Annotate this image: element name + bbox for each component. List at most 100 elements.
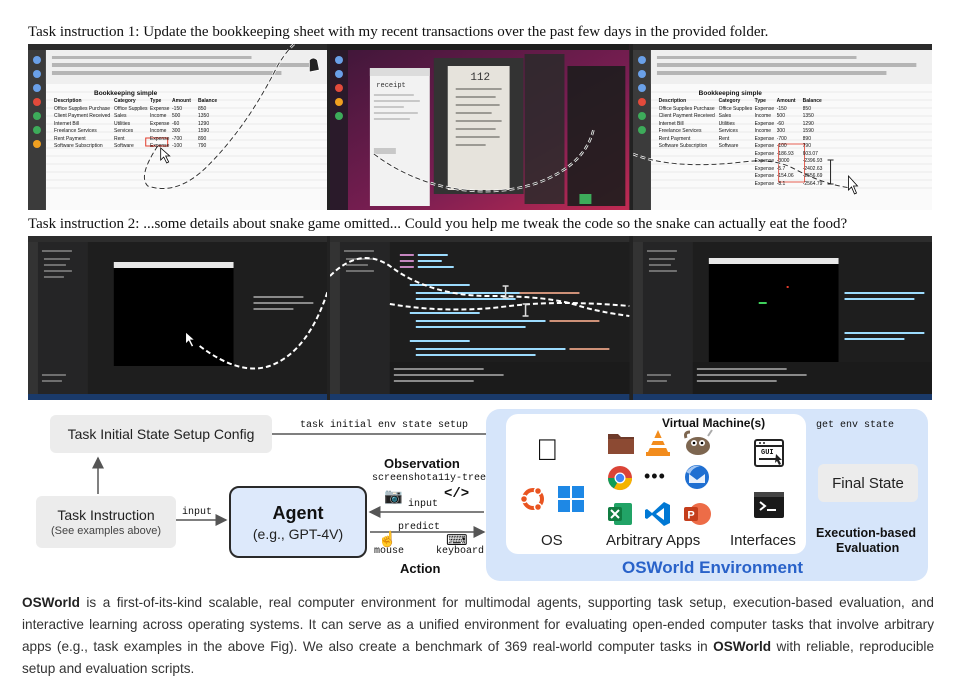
sheet-cell[interactable]: Income <box>150 128 167 134</box>
sheet-cell[interactable]: Rent <box>114 135 125 142</box>
files-folder-icon <box>608 434 634 454</box>
sheet-cell[interactable]: Utilities <box>718 120 735 127</box>
sheet-cell[interactable]: Client Payment Received <box>54 113 111 119</box>
screenshot-label: screenshot <box>372 473 433 484</box>
sheet-cell[interactable]: -154.06 <box>776 173 794 179</box>
sheet-cell[interactable]: -60 <box>172 120 180 127</box>
execution-eval-line1: Execution-based <box>816 526 917 540</box>
sheet-cell[interactable]: Expense <box>754 135 775 142</box>
spreadsheet-screenshot-before: Bookkeeping simple Description Category … <box>28 44 328 210</box>
sheet-cell[interactable]: Office Supplies Purchase <box>54 105 111 112</box>
sheet-cell[interactable]: 603.07 <box>802 150 818 157</box>
col-balance: Balance <box>802 98 822 104</box>
gimp-icon <box>684 429 713 455</box>
sheet-cell[interactable]: -3000 <box>776 158 790 164</box>
sheet-cell[interactable]: -5.7 <box>776 165 786 172</box>
sheet-cell[interactable]: Freelance Services <box>54 128 97 134</box>
sheet-row: Freelance Services Services Income 300 1590 <box>54 128 224 136</box>
sheet-cell[interactable]: 300 <box>776 128 785 134</box>
sheet-cell[interactable]: -150 <box>776 105 787 112</box>
apple-icon:  <box>536 434 559 468</box>
sheet-cell[interactable]: 790 <box>198 143 207 149</box>
sheet-cell[interactable]: Client Payment Received <box>658 113 715 119</box>
code-editor-screenshot <box>330 236 630 400</box>
sheet-cell[interactable]: Expense <box>754 150 775 157</box>
sheet-cell[interactable]: Expense <box>150 135 170 142</box>
sheet-cell[interactable]: Expense <box>754 173 775 179</box>
sheet-cell[interactable]: Expense <box>754 180 775 187</box>
sheet-cell[interactable]: Freelance Services <box>658 128 702 134</box>
sheet-cell[interactable]: 1590 <box>198 128 210 134</box>
sheet-cell[interactable]: Sales <box>718 113 732 119</box>
windows-icon <box>558 486 584 512</box>
sheet-cell[interactable]: -700 <box>172 135 183 142</box>
task-instruction-label: Task Instruction <box>57 507 155 523</box>
sheet-cell[interactable]: Expense <box>754 105 775 112</box>
sheet-cell[interactable]: Sales <box>114 113 127 119</box>
sheet-cell[interactable]: Internet Bill <box>658 120 684 127</box>
sheet-cell[interactable]: Expense <box>150 120 170 127</box>
sheet-cell[interactable]: Software <box>718 143 739 149</box>
sheet-cell[interactable]: Income <box>150 113 167 119</box>
sheet-cell[interactable]: 1350 <box>802 113 814 119</box>
sheet-cell[interactable]: Expense <box>150 143 170 149</box>
interfaces-label: Interfaces <box>730 532 796 549</box>
sheet-cell[interactable]: 300 <box>172 128 181 134</box>
sheet-cell[interactable]: Office Supplies <box>114 105 148 112</box>
sheet-row: Software Subscription Software Expense-100… <box>659 143 829 151</box>
sheet-cell[interactable]: -60 <box>776 120 784 127</box>
sheet-cell[interactable]: 1290 <box>198 120 210 127</box>
sheet-cell[interactable]: 890 <box>802 135 811 142</box>
sheet-cell[interactable]: -2556.69 <box>802 173 823 179</box>
sheet-cell[interactable]: Office Supplies <box>718 105 753 112</box>
sheet-cell[interactable]: Office Supplies Purchase <box>658 105 715 112</box>
sheet-row: Freelance Services Services Income 300 1590 <box>659 128 829 136</box>
col-type: Type <box>150 98 162 104</box>
sheet-cell[interactable]: Expense <box>150 105 170 112</box>
sheet-cell[interactable]: 890 <box>198 135 207 142</box>
sheet-cell[interactable]: Services <box>718 128 738 134</box>
sheet-cell[interactable]: Expense <box>754 143 775 149</box>
sheet-cell[interactable]: -150 <box>172 105 183 112</box>
sheet-cell[interactable]: -700 <box>776 135 787 142</box>
sheet-cell[interactable]: 850 <box>802 105 811 112</box>
sheet-cell[interactable]: Rent Payment <box>54 135 86 142</box>
sheet-cell[interactable]: -100 <box>776 143 787 149</box>
final-state-box: Final State <box>818 464 918 502</box>
sheet-cell[interactable]: -186.93 <box>776 150 794 157</box>
sheet-cell[interactable]: 850 <box>198 105 207 112</box>
osworld-env-label: OSWorld Environment <box>622 558 804 577</box>
get-env-state-label: get env state <box>816 420 895 431</box>
ubuntu-icon <box>519 486 544 512</box>
sheet-cell[interactable]: Income <box>754 128 772 134</box>
sheet-cell[interactable]: -2396.93 <box>802 158 823 164</box>
sheet-cell[interactable]: 1290 <box>802 120 814 127</box>
sheet-cell[interactable]: Expense <box>754 158 775 164</box>
apps-label: Arbitrary Apps <box>606 532 701 549</box>
sheet-cell[interactable]: Rent Payment <box>658 135 691 142</box>
sheet-cell[interactable]: 500 <box>172 113 181 119</box>
sheet-cell[interactable]: Software <box>114 143 134 149</box>
sheet-cell[interactable]: 1590 <box>802 128 814 134</box>
sheet-cell[interactable]: 1350 <box>198 113 210 119</box>
sheet-cell[interactable]: -2402.63 <box>802 165 823 172</box>
sheet-cell[interactable]: Expense <box>754 165 775 172</box>
sheet-cell[interactable]: Utilities <box>114 120 131 127</box>
sheet-row: Internet Bill Utilities Expense-60 1290 <box>54 121 224 129</box>
sheet-cell[interactable]: Internet Bill <box>54 120 80 127</box>
col-category: Category <box>114 98 136 104</box>
sheet-cell[interactable]: 790 <box>802 143 811 149</box>
sheet-cell[interactable]: Services <box>114 128 134 134</box>
svg-text:P: P <box>687 510 694 522</box>
sheet-cell[interactable]: Software Subscription <box>658 143 708 149</box>
sheet-cell[interactable]: -8.1 <box>776 180 786 187</box>
sheet-cell[interactable]: Software Subscription <box>54 143 103 149</box>
sheet-cell[interactable]: -2564.79 <box>802 180 823 187</box>
sheet-cell[interactable]: Expense <box>754 120 775 127</box>
sheet-cell[interactable]: -100 <box>172 143 183 149</box>
sheet-cell[interactable]: Rent <box>718 135 730 142</box>
sheet-cell[interactable]: 500 <box>776 113 785 119</box>
sheet-cell[interactable]: Income <box>754 113 772 119</box>
sheet-row: Software Subscription Software Expense-100… <box>54 143 224 151</box>
